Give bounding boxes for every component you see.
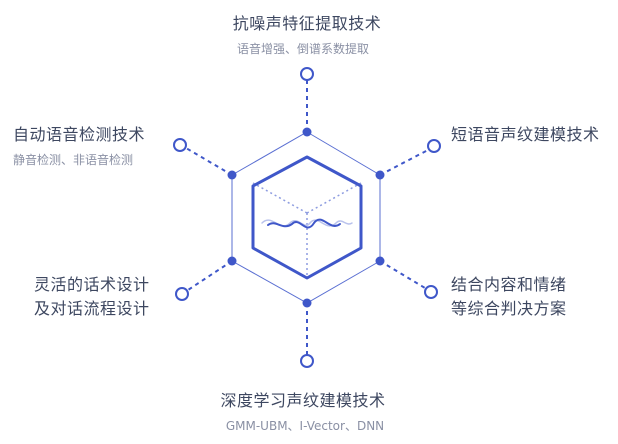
vertex-dots — [227, 127, 385, 308]
node-upper-left-subtitle: 静音检测、非语音检测 — [13, 153, 134, 167]
node-top-title: 抗噪声特征提取技术 — [232, 14, 382, 33]
node-lower-left-text: 灵活的话术设计 及对话流程设计 — [34, 273, 150, 321]
node-bottom-title: 深度学习声纹建模技术 — [220, 391, 386, 410]
node-lower-right-line2: 等综合判决方案 — [451, 299, 567, 318]
inner-hexagon — [251, 155, 363, 280]
cube-inner-edges — [252, 182, 362, 278]
connector-lines — [185, 80, 429, 355]
node-upper-right-title: 短语音声纹建模技术 — [451, 125, 600, 144]
node-upper-left-title: 自动语音检测技术 — [13, 125, 146, 144]
node-lower-left-line2: 及对话流程设计 — [34, 299, 150, 318]
node-lower-right-line1: 结合内容和情绪 — [451, 275, 567, 294]
node-lower-right-text: 结合内容和情绪 等综合判决方案 — [451, 273, 567, 321]
endpoint-circles — [173, 67, 441, 368]
node-top-subtitle: 语音增强、倒谱系数提取 — [236, 42, 370, 56]
sound-wave-icon — [261, 218, 353, 229]
node-lower-left-line1: 灵活的话术设计 — [34, 275, 150, 294]
node-bottom-subtitle: GMM-UBM、I-Vector、DNN — [225, 419, 385, 433]
